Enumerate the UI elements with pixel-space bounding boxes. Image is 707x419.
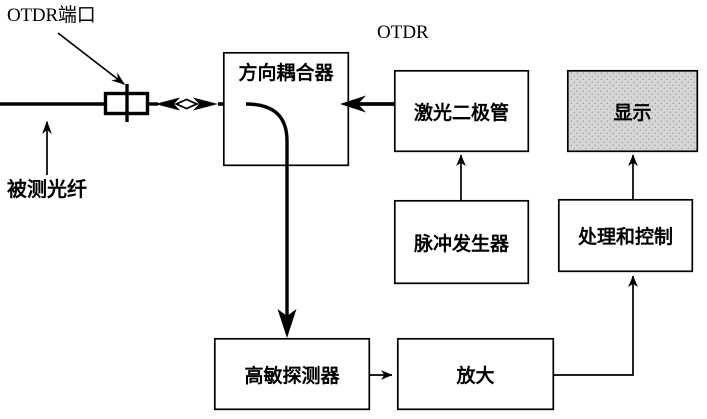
coupler-to-detector-arrowhead [277, 309, 297, 338]
block-laser-diode[interactable] [393, 69, 530, 153]
block-display[interactable] [566, 69, 699, 153]
amplifier-to-processing-line [553, 275, 638, 376]
otdr-port-label: OTDR端口 [7, 5, 96, 26]
fiber-under-test-label: 被测光纤 [7, 177, 87, 201]
block-pulse-generator[interactable] [393, 199, 530, 285]
block-amplifier[interactable] [396, 337, 555, 411]
optical-connector-icon [103, 84, 150, 122]
otdr-port-callout-arrow [57, 32, 126, 85]
coupler-fiber-curve [245, 102, 289, 318]
laser-to-coupler-arrowhead [340, 95, 366, 113]
block-detector[interactable] [213, 337, 371, 411]
block-processing-control[interactable] [557, 198, 694, 273]
otdr-title-label: OTDR [377, 22, 429, 43]
bidirectional-arrow-icon [155, 97, 218, 111]
